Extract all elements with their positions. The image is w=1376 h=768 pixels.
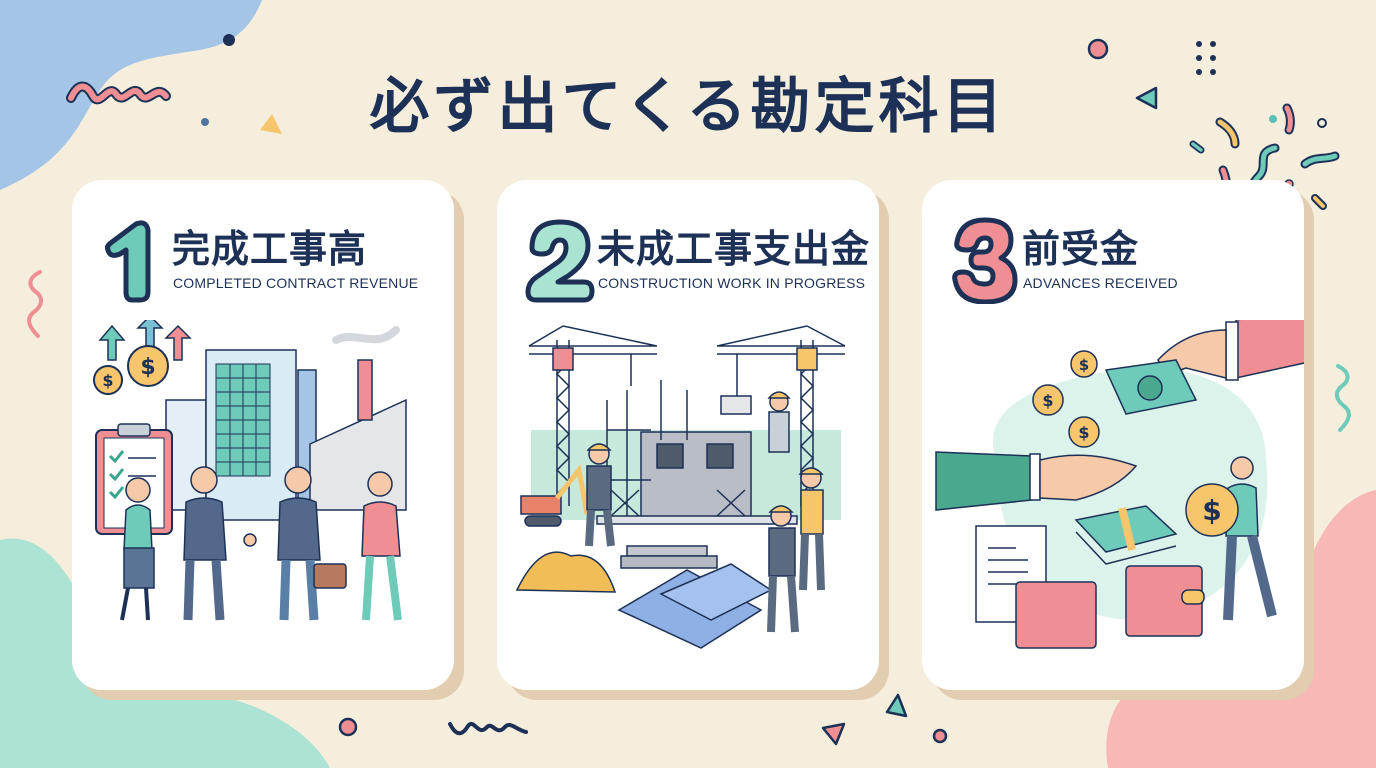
svg-text:$: $ (102, 371, 113, 390)
navy-squiggle-icon (448, 722, 528, 736)
card-title-en: COMPLETED CONTRACT REVENUE (173, 275, 419, 291)
teal-triangle-small-icon (885, 693, 908, 718)
pink-wavy-line-icon (27, 270, 43, 338)
pink-dot-outline-icon (932, 728, 948, 744)
number-one-badge-icon (105, 220, 151, 303)
hands-exchanging-money-wallets-icon: $ $ $ $ (935, 320, 1304, 649)
construction-site-cranes-workers-icon (515, 325, 846, 649)
page-title: 必ず出てくる勘定科目 (369, 72, 1007, 142)
teal-triangle-icon (1135, 86, 1158, 110)
teal-wavy-line-icon (1335, 364, 1351, 432)
business-people-handshake-buildings-coins-icon: $ $ (93, 320, 407, 621)
account-card-advances-received: 前受金 ADVANCES RECEIVED $ $ $ (922, 180, 1304, 690)
svg-text:$: $ (1079, 356, 1089, 374)
navy-dot-decoration (223, 34, 235, 46)
dot-grid-icon (1196, 41, 1216, 75)
svg-text:$: $ (1042, 391, 1053, 410)
card-title-ja: 前受金 (1022, 227, 1140, 271)
card-title-ja: 完成工事高 (172, 227, 368, 271)
account-card-construction-work-in-progress: 未成工事支出金 CONSTRUCTION WORK IN PROGRESS (497, 180, 879, 690)
yellow-triangle-icon (260, 114, 282, 134)
card-title-ja: 未成工事支出金 (597, 227, 871, 271)
svg-text:$: $ (1202, 494, 1221, 527)
svg-text:$: $ (1078, 423, 1089, 442)
pink-triangle-icon (821, 722, 846, 746)
account-card-completed-contract-revenue: 完成工事高 COMPLETED CONTRACT REVENUE $ $ (72, 180, 454, 690)
svg-text:$: $ (140, 355, 155, 380)
blue-dot-decoration (201, 118, 209, 126)
pink-squiggle-icon (66, 81, 171, 105)
pink-circle-icon (1087, 38, 1109, 60)
number-two-badge-icon (525, 219, 595, 303)
number-three-badge-icon (952, 217, 1018, 304)
pink-circle-small-icon (338, 717, 358, 737)
card-title-en: CONSTRUCTION WORK IN PROGRESS (598, 275, 866, 291)
card-title-en: ADVANCES RECEIVED (1023, 275, 1178, 291)
